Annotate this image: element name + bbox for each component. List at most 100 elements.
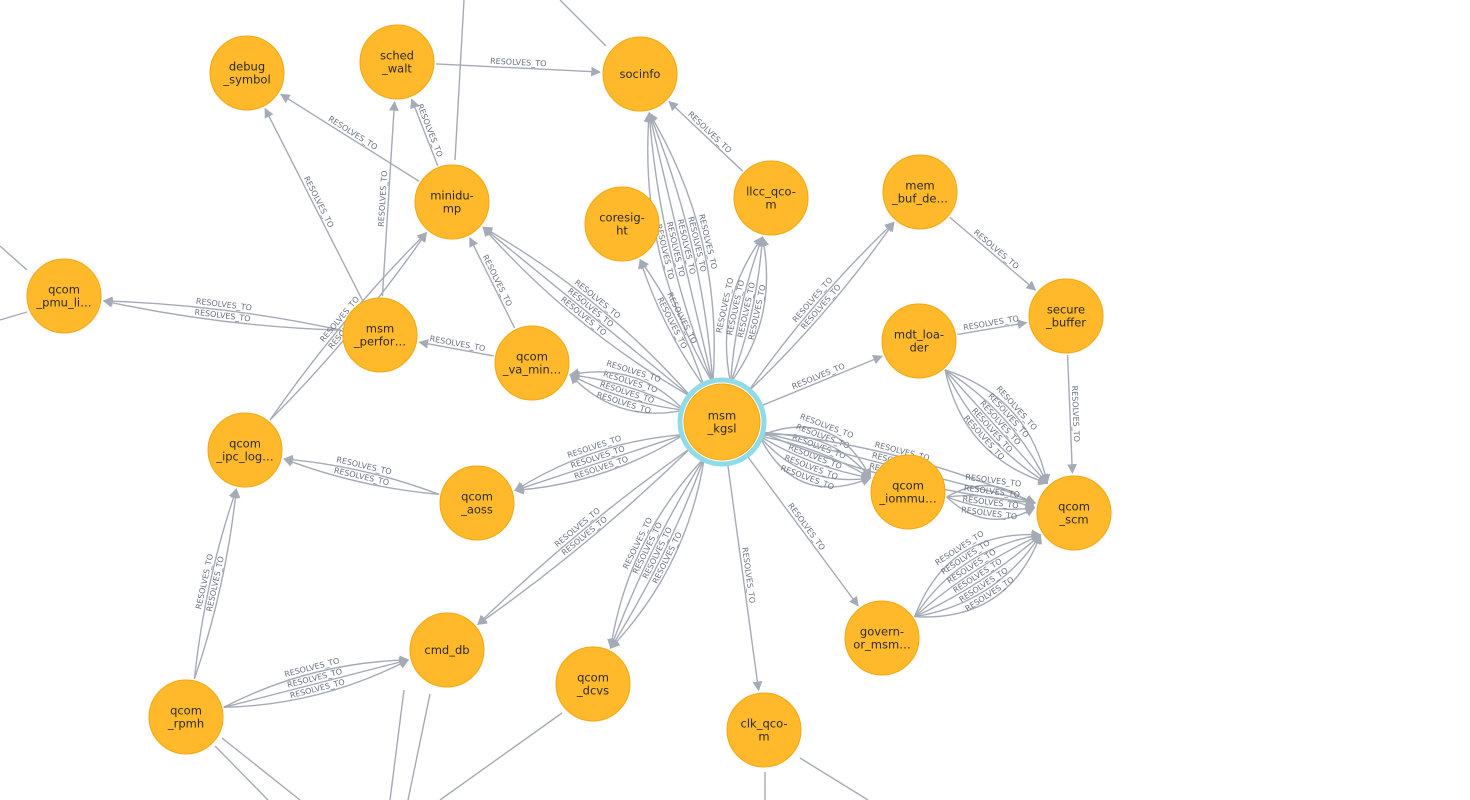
node-circle[interactable] — [683, 383, 761, 461]
edge-qcom_iommu-to-qcom_scm[interactable] — [946, 496, 1036, 520]
edge-mdt_loader-to-secure_buffer[interactable] — [957, 319, 1028, 336]
edge-msm_kgsl-to-socinfo[interactable] — [643, 111, 714, 384]
node-circle[interactable] — [439, 465, 515, 541]
edge-msm_kgsl-to-qcom_iommu[interactable] — [759, 426, 872, 479]
edge-qcom_rpmh-to-qcom_ipc_logging[interactable] — [193, 488, 239, 679]
node-sched-walt[interactable]: sched_walt — [359, 24, 435, 100]
edge-msm_performance-to-debug_symbol[interactable] — [264, 107, 363, 301]
node-circle[interactable] — [1036, 475, 1112, 551]
edge-msm_kgsl-to-minidump[interactable] — [482, 226, 692, 398]
node-qcom-aoss[interactable]: qcom_aoss — [439, 465, 515, 541]
edge-msm_kgsl-to-cmd_db[interactable] — [476, 447, 692, 626]
node-llcc-qcom[interactable]: llcc_qco-m — [733, 160, 809, 236]
edge-mdt_loader-to-qcom_scm[interactable] — [944, 369, 1048, 485]
node-circle[interactable] — [26, 258, 102, 334]
edge-governor_msm-to-qcom_scm[interactable] — [914, 529, 1042, 617]
node-secure-buffer[interactable]: secure_buffer — [1028, 278, 1104, 354]
edge-governor_msm-to-qcom_scm[interactable] — [914, 533, 1042, 618]
edge-msm_kgsl-to-qcom_aoss[interactable] — [514, 433, 685, 495]
edge-msm_kgsl-to-qcom_iommu[interactable] — [758, 435, 872, 488]
node-msm-performance[interactable]: msm_perfor… — [342, 297, 418, 373]
edge-msm_kgsl-to-socinfo[interactable] — [648, 112, 715, 384]
edge-qcom_rpmh-to-qcom_ipc_logging[interactable] — [193, 488, 241, 680]
edge-msm_kgsl-to-llcc_qcom[interactable] — [729, 236, 767, 384]
edge-mem_buf_dev-to-secure_buffer[interactable] — [949, 216, 1037, 291]
edge-minidump-to-debug_symbol[interactable] — [280, 93, 420, 182]
node-qcom-rpmh[interactable]: qcom_rpmh — [148, 679, 224, 755]
node-circle[interactable] — [359, 24, 435, 100]
edge-msm_kgsl-to-cmd_db[interactable] — [477, 446, 692, 626]
edge-msm_kgsl-to-qcom_iommu[interactable] — [759, 435, 872, 479]
node-circle[interactable] — [209, 35, 285, 111]
node-governor-msm[interactable]: govern-or_msm… — [844, 600, 920, 676]
edge-msm_performance-to-qcom_pmu_lib[interactable] — [102, 297, 342, 331]
edge-secure_buffer-to-qcom_scm[interactable] — [1066, 354, 1077, 475]
node-circle[interactable] — [1028, 278, 1104, 354]
node-qcom-va-minidump[interactable]: qcom_va_min… — [494, 325, 570, 401]
node-qcom-scm[interactable]: qcom_scm — [1036, 475, 1112, 551]
edge-msm_kgsl-to-qcom_va_minidump[interactable] — [569, 368, 685, 411]
edge-msm_kgsl-to-llcc_qcom[interactable] — [729, 236, 764, 383]
node-circle[interactable] — [148, 679, 224, 755]
edge-msm_kgsl-to-coresight[interactable] — [638, 258, 705, 387]
node-circle[interactable] — [207, 412, 283, 488]
edge-msm_kgsl-to-coresight[interactable] — [639, 258, 705, 387]
edge-governor_msm-to-qcom_scm[interactable] — [914, 534, 1042, 618]
edge-minidump-to-sched_walt[interactable] — [410, 98, 439, 166]
edge-msm_kgsl-to-socinfo[interactable] — [644, 111, 714, 384]
node-circle[interactable] — [881, 303, 957, 379]
node-qcom-ipc-logging[interactable]: qcom_ipc_log… — [207, 412, 283, 488]
node-circle[interactable] — [555, 646, 631, 722]
node-mdt-loader[interactable]: mdt_loa-der — [881, 303, 957, 379]
edge-msm_kgsl-to-minidump[interactable] — [482, 226, 692, 398]
edge-msm_kgsl-to-socinfo[interactable] — [647, 112, 714, 384]
node-coresight[interactable]: coresig-ht — [584, 186, 660, 262]
edge-msm_kgsl-to-governor_msm[interactable] — [745, 453, 859, 607]
node-circle[interactable] — [844, 600, 920, 676]
node-qcom-dcvs[interactable]: qcom_dcvs — [555, 646, 631, 722]
edge-msm_kgsl-to-qcom_va_minidump[interactable] — [569, 374, 684, 411]
edge-mdt_loader-to-qcom_scm[interactable] — [944, 369, 1049, 486]
node-circle[interactable] — [733, 160, 809, 236]
edge-qcom_ipc_logging-to-minidump[interactable] — [269, 232, 428, 421]
edge-msm_kgsl-to-qcom_dcvs[interactable] — [609, 457, 705, 650]
node-clk-qcom[interactable]: clk_qco-m — [726, 692, 802, 768]
node-cmd-db[interactable]: cmd_db — [409, 612, 485, 688]
edge-msm_kgsl-to-qcom_dcvs[interactable] — [610, 457, 705, 649]
edge-qcom_aoss-to-qcom_ipc_logging[interactable] — [283, 457, 440, 496]
edge-mdt_loader-to-qcom_scm[interactable] — [944, 369, 1048, 485]
edge-qcom_va_minidump-to-minidump[interactable] — [469, 236, 516, 329]
node-msm-kgsl[interactable]: msm_kgsl — [677, 377, 767, 467]
node-circle[interactable] — [342, 297, 418, 373]
node-circle[interactable] — [584, 186, 660, 262]
edge-qcom_rpmh-to-cmd_db[interactable] — [223, 655, 410, 708]
edge-qcom_va_minidump-to-msm_performance[interactable] — [418, 339, 494, 357]
node-circle[interactable] — [726, 692, 802, 768]
edge-msm_kgsl-to-qcom_dcvs[interactable] — [609, 457, 706, 649]
node-circle[interactable] — [882, 154, 958, 230]
edge-msm_kgsl-to-llcc_qcom[interactable] — [725, 236, 764, 384]
edge-mdt_loader-to-qcom_scm[interactable] — [944, 369, 1049, 484]
edge-msm_kgsl-to-qcom_va_minidump[interactable] — [569, 374, 684, 414]
edge-mdt_loader-to-qcom_scm[interactable] — [944, 369, 1051, 485]
node-circle[interactable] — [602, 36, 678, 112]
edge-msm_kgsl-to-mem_buf_dev[interactable] — [747, 221, 895, 393]
edge-msm_kgsl-to-qcom_iommu[interactable] — [758, 435, 872, 485]
edge-msm_kgsl-to-minidump[interactable] — [482, 226, 692, 398]
node-debug-symbol[interactable]: debug_symbol — [209, 35, 285, 111]
edge-governor_msm-to-qcom_scm[interactable] — [914, 534, 1042, 618]
edge-msm_kgsl-to-qcom_iommu[interactable] — [759, 435, 872, 482]
edge-msm_kgsl-to-qcom_dcvs[interactable] — [607, 457, 705, 650]
node-mem-buf-dev[interactable]: mem_buf_de… — [882, 154, 958, 230]
edge-llcc_qcom-to-socinfo[interactable] — [668, 100, 744, 172]
node-socinfo[interactable]: socinfo — [602, 36, 678, 112]
edge-governor_msm-to-qcom_scm[interactable] — [914, 534, 1042, 618]
edge-sched_walt-to-socinfo[interactable] — [435, 63, 602, 77]
edge-msm_kgsl-to-qcom_aoss[interactable] — [514, 433, 685, 492]
edge-msm_kgsl-to-qcom_va_minidump[interactable] — [569, 371, 685, 411]
edge-msm_performance-to-sched_walt[interactable] — [381, 100, 399, 297]
edge-msm_kgsl-to-socinfo[interactable] — [646, 111, 714, 384]
node-circle[interactable] — [409, 612, 485, 688]
edge-governor_msm-to-qcom_scm[interactable] — [914, 531, 1042, 618]
